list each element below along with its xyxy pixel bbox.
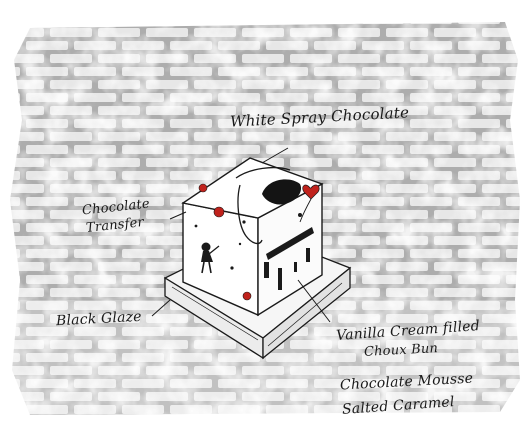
label-vanilla-cream-line2: Choux Bun	[363, 341, 439, 360]
red-decor-dots	[198, 183, 252, 301]
chocolate-marks	[194, 213, 314, 290]
leader-lines	[151, 147, 331, 323]
black-glaze-drip	[262, 179, 302, 205]
girl-silhouette-icon	[201, 242, 220, 274]
cube-top-face	[181, 157, 324, 219]
heart-balloon-icon	[299, 184, 320, 223]
